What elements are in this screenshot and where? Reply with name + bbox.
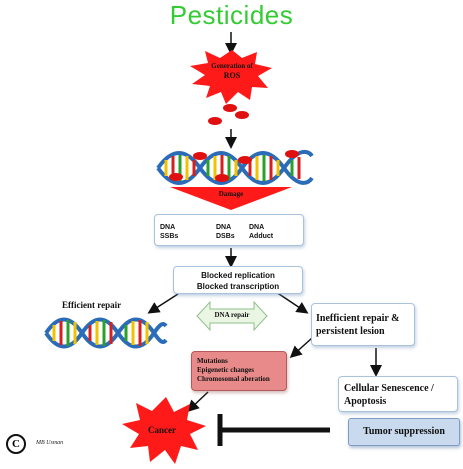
- arrow-to-inefficient-repair: [275, 291, 309, 314]
- title-pesticides: Pesticides: [169, 0, 294, 30]
- ros-label: Generation of ROS: [196, 62, 268, 80]
- senescence-label: Cellular Senescence /: [344, 383, 434, 394]
- ros-droplet: [235, 111, 249, 119]
- ros-label-line2: ROS: [223, 71, 241, 80]
- blocked-replication-label: Blocked replication: [201, 271, 275, 280]
- ros-label-line1: Generation of: [211, 62, 253, 70]
- mutations-line: Mutations: [197, 357, 228, 365]
- copyright-icon: [6, 434, 26, 454]
- mutations-box: Mutations Epigenetic changes Chromosomal…: [191, 351, 287, 391]
- cancer-label: Cancer: [148, 425, 176, 435]
- ros-droplet: [223, 104, 237, 112]
- tumor-suppression-label: Tumor suppression: [363, 426, 445, 437]
- dna-lesions-box: DNA SSBs DNA DSBs DNA Adduct: [154, 214, 304, 246]
- inefficient-repair-label: Inefficient repair &: [316, 313, 400, 324]
- blocked-transcription-label: Blocked transcription: [196, 282, 280, 291]
- copyright-symbol: C: [12, 438, 20, 450]
- chromosomal-line: Chromosomal aberation: [197, 375, 270, 383]
- damage-label: Damage: [218, 190, 244, 198]
- tumor-suppression-box: Tumor suppression: [348, 418, 460, 446]
- arrow-to-cancer: [186, 391, 209, 413]
- epigenetic-line: Epigenetic changes: [197, 366, 254, 374]
- ros-burst-icon: [190, 50, 272, 104]
- lesion-dsb: DNA DSBs: [216, 224, 235, 240]
- dna-repair-label: DNA repair: [214, 311, 250, 319]
- cancer-burst-icon: [122, 397, 206, 464]
- dna-repair-double-arrow: [196, 300, 268, 332]
- arrow-to-mutations: [289, 337, 313, 359]
- repaired-dna-helix-icon: [44, 317, 168, 349]
- apoptosis-label: Apoptosis: [344, 396, 387, 407]
- dna-helix-icon: [156, 149, 314, 185]
- inefficient-repair-box: Inefficient repair & persistent lesion: [311, 303, 415, 346]
- persistent-lesion-label: persistent lesion: [316, 326, 385, 337]
- senescence-box: Cellular Senescence / Apoptosis: [338, 376, 458, 412]
- signature: MB Usman: [36, 440, 64, 446]
- lesion-adduct: DNA Adduct: [249, 224, 274, 240]
- blocked-replication-box: Blocked replication Blocked transcriptio…: [173, 266, 303, 294]
- damage-triangle: [170, 187, 292, 210]
- arrow-to-efficient-repair: [147, 293, 179, 314]
- ros-droplet: [208, 117, 222, 125]
- efficient-repair-label: Efficient repair: [62, 300, 122, 310]
- lesion-ssb: DNA SSBs: [160, 224, 179, 240]
